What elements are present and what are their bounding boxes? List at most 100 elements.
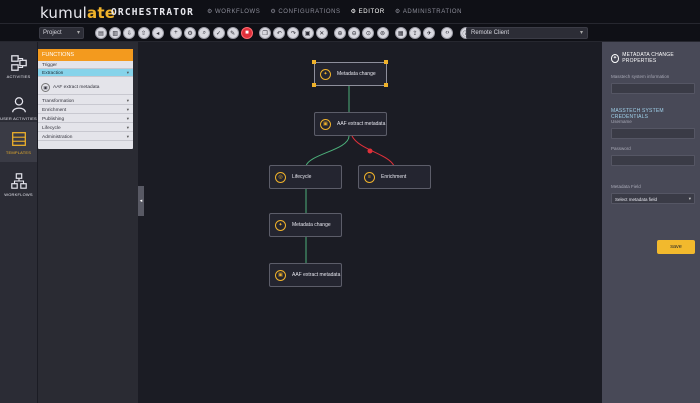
extract-icon: ▣ bbox=[320, 118, 331, 130]
zoom-out-icon: ⊖ bbox=[351, 30, 357, 37]
main-nav: ⚙WORKFLOWS ⚙CONFIGURATIONS ⚙EDITOR ⚙ADMI… bbox=[207, 8, 463, 16]
code-tool-button[interactable]: ‹› bbox=[441, 27, 454, 39]
node-label: AAF extract metadata bbox=[292, 272, 341, 278]
sidebar-item-user-activities-label: USER ACTIVITIES bbox=[0, 115, 37, 121]
sidebar-item-workflows[interactable]: WORKFLOWS bbox=[0, 164, 37, 204]
function-category-trigger-label: Trigger bbox=[42, 62, 58, 68]
resize-handle[interactable] bbox=[384, 60, 388, 64]
remote-client-select[interactable]: Remote Client ▾ bbox=[466, 27, 588, 39]
zoom-in-icon: ⊕ bbox=[337, 30, 343, 37]
publish-tool-button[interactable]: ✈ bbox=[423, 27, 436, 39]
system-information-input[interactable] bbox=[611, 83, 695, 94]
redo-tool-button[interactable]: ↷ bbox=[287, 27, 300, 39]
move-left-tool-button[interactable]: ◂ bbox=[151, 27, 164, 39]
resize-handle[interactable] bbox=[312, 60, 316, 64]
save-tool-button[interactable]: ▤ bbox=[95, 27, 107, 39]
nav-administration-label: ADMINISTRATION bbox=[402, 8, 463, 15]
username-input[interactable] bbox=[611, 128, 695, 139]
zoom-reset-tool-button[interactable]: ⊚ bbox=[376, 27, 389, 39]
project-select[interactable]: Project ▾ bbox=[39, 27, 84, 39]
function-category-enrichment[interactable]: Enrichment▾ bbox=[38, 106, 133, 114]
chevron-down-icon: ▾ bbox=[126, 125, 129, 130]
nav-configurations[interactable]: ⚙CONFIGURATIONS bbox=[270, 8, 340, 16]
function-category-administration-label: Administration bbox=[42, 134, 73, 140]
function-category-extraction-label: Extraction bbox=[42, 70, 64, 76]
sidebar-item-templates[interactable]: TEMPLATES bbox=[0, 122, 37, 162]
collapse-panel-handle[interactable]: ◂ bbox=[138, 186, 144, 216]
grid-icon: ▦ bbox=[397, 30, 404, 37]
node-metadata-change-1[interactable]: ✦ Metadata change bbox=[314, 62, 387, 86]
resize-handle[interactable] bbox=[312, 83, 316, 87]
validate-tool-button[interactable]: ✓ bbox=[212, 27, 225, 39]
resize-handle[interactable] bbox=[384, 83, 388, 87]
sidebar-item-user-activities[interactable]: USER ACTIVITIES bbox=[0, 88, 37, 128]
logo-accent: ate bbox=[87, 4, 116, 22]
nav-editor-label: EDITOR bbox=[358, 8, 385, 15]
search-tool-button[interactable]: ⌕ bbox=[198, 27, 211, 39]
check-icon: ✓ bbox=[215, 30, 222, 37]
password-input[interactable] bbox=[611, 155, 695, 166]
workflow-edges bbox=[305, 84, 395, 264]
sidebar-item-templates-label: TEMPLATES bbox=[5, 149, 32, 155]
search-icon: ⌕ bbox=[202, 29, 206, 36]
paste-icon: ▣ bbox=[304, 30, 311, 37]
node-enrichment[interactable]: ≡ Enrichment bbox=[358, 165, 431, 189]
upload-tool-button[interactable]: ⇪ bbox=[408, 27, 421, 39]
function-category-publishing[interactable]: Publishing▾ bbox=[38, 115, 133, 123]
pencil-icon: ✎ bbox=[230, 30, 236, 37]
paste-tool-button[interactable]: ▣ bbox=[301, 27, 314, 39]
undo-tool-button[interactable]: ↶ bbox=[273, 27, 286, 39]
workflows-tree-icon bbox=[10, 172, 27, 189]
add-tool-button[interactable]: + bbox=[169, 27, 182, 39]
node-label: Metadata change bbox=[292, 222, 331, 228]
function-category-extraction[interactable]: Extraction▾ bbox=[38, 69, 133, 77]
open-tool-button[interactable]: ▥ bbox=[109, 27, 122, 39]
chevron-down-icon: ▾ bbox=[126, 107, 129, 112]
node-aaf-extract-metadata-1[interactable]: ▣ AAF extract metadata bbox=[314, 112, 387, 136]
code-icon: ‹› bbox=[445, 30, 450, 36]
function-category-transformation[interactable]: Transformation▾ bbox=[38, 97, 133, 105]
node-label: AAF extract metadata bbox=[337, 121, 386, 127]
node-label: Enrichment bbox=[381, 174, 407, 180]
chevron-left-icon: ◂ bbox=[139, 198, 143, 204]
import-tool-button[interactable]: ⇩ bbox=[123, 27, 136, 39]
extract-icon: ▣ bbox=[275, 269, 286, 281]
function-category-lifecycle[interactable]: Lifecycle▾ bbox=[38, 124, 133, 132]
metadata-change-icon: ✦ bbox=[611, 53, 620, 63]
grid-tool-button[interactable]: ▦ bbox=[394, 27, 407, 39]
zoom-in-tool-button[interactable]: ⊕ bbox=[334, 27, 346, 39]
node-label: Metadata change bbox=[337, 71, 376, 77]
workflow-canvas[interactable]: ✦ Metadata change ▣ AAF extract metadata… bbox=[144, 42, 602, 403]
edge-3-marker bbox=[367, 148, 373, 154]
system-information-label: Masstech system information bbox=[611, 74, 670, 79]
metadata-field-select[interactable]: Select metadata field ▾ bbox=[611, 193, 695, 204]
activities-icon bbox=[10, 54, 27, 71]
settings-tool-button[interactable]: ⚙ bbox=[184, 27, 197, 39]
save-button[interactable]: save bbox=[657, 240, 695, 254]
function-item-aaf-extract-metadata[interactable]: ▣ AAF extract metadata bbox=[38, 81, 133, 95]
import-icon: ⇩ bbox=[126, 30, 132, 37]
zoom-fit-tool-button[interactable]: ⊙ bbox=[362, 27, 375, 39]
export-tool-button[interactable]: ⇧ bbox=[137, 27, 150, 39]
sidebar-item-activities[interactable]: ACTIVITIES bbox=[0, 46, 37, 86]
delete-tool-button[interactable]: ✕ bbox=[315, 27, 328, 39]
edge-2 bbox=[305, 135, 350, 167]
edit-tool-button[interactable]: ✎ bbox=[226, 27, 239, 39]
metadata-change-icon: ✦ bbox=[275, 219, 286, 231]
nav-workflows[interactable]: ⚙WORKFLOWS bbox=[207, 8, 260, 16]
function-category-trigger[interactable]: Trigger bbox=[38, 61, 133, 69]
nav-editor[interactable]: ⚙EDITOR bbox=[351, 8, 385, 16]
node-metadata-change-2[interactable]: ✦ Metadata change bbox=[269, 213, 342, 237]
function-category-administration[interactable]: Administration▾ bbox=[38, 133, 133, 141]
kumulate-logo[interactable]: kumulate bbox=[40, 4, 115, 22]
nav-administration[interactable]: ⚙ADMINISTRATION bbox=[395, 8, 463, 16]
sidebar-item-activities-label: ACTIVITIES bbox=[6, 73, 31, 79]
node-aaf-extract-metadata-2[interactable]: ▣ AAF extract metadata bbox=[269, 263, 342, 287]
zoom-out-tool-button[interactable]: ⊖ bbox=[348, 27, 361, 39]
stop-tool-button[interactable]: ■ bbox=[240, 27, 253, 39]
copy-tool-button[interactable]: ❐ bbox=[259, 27, 272, 39]
node-lifecycle[interactable]: ◎ Lifecycle bbox=[269, 165, 342, 189]
functions-panel: FUNCTIONS Trigger Extraction▾ ▣ AAF extr… bbox=[38, 49, 133, 149]
lifecycle-icon: ◎ bbox=[275, 171, 286, 183]
top-bar: kumulate ORCHESTRATOR ⚙WORKFLOWS ⚙CONFIG… bbox=[0, 0, 700, 24]
